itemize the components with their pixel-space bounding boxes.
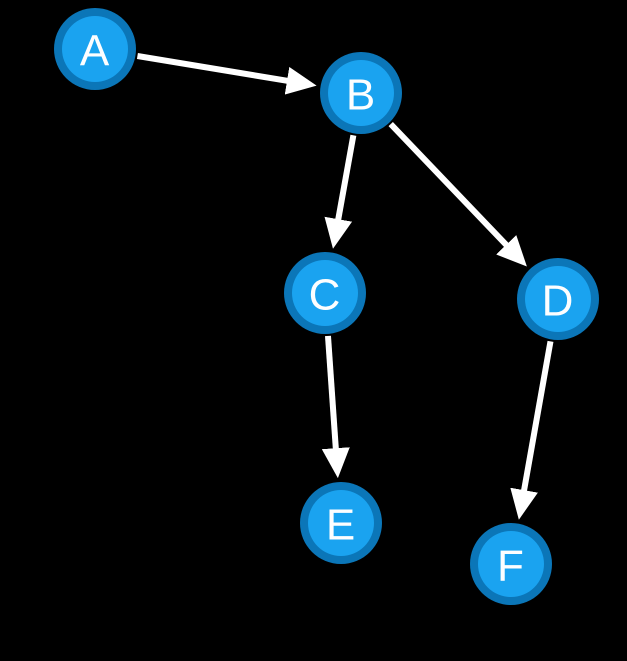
node-C[interactable]: C <box>284 252 366 334</box>
edge-D-F <box>510 340 554 520</box>
node-A[interactable]: A <box>54 8 136 90</box>
node-fill <box>62 16 128 82</box>
edge-B-C <box>324 134 357 249</box>
node-D[interactable]: D <box>517 258 599 340</box>
edge-C-E <box>321 335 350 479</box>
node-fill <box>478 531 544 597</box>
node-B[interactable]: B <box>320 52 402 134</box>
node-E[interactable]: E <box>300 482 382 564</box>
edge-A-B <box>136 53 317 95</box>
node-F[interactable]: F <box>470 523 552 605</box>
node-fill <box>308 490 374 556</box>
node-fill <box>328 60 394 126</box>
node-fill <box>525 266 591 332</box>
node-fill <box>292 260 358 326</box>
edge-B-D <box>388 122 527 267</box>
